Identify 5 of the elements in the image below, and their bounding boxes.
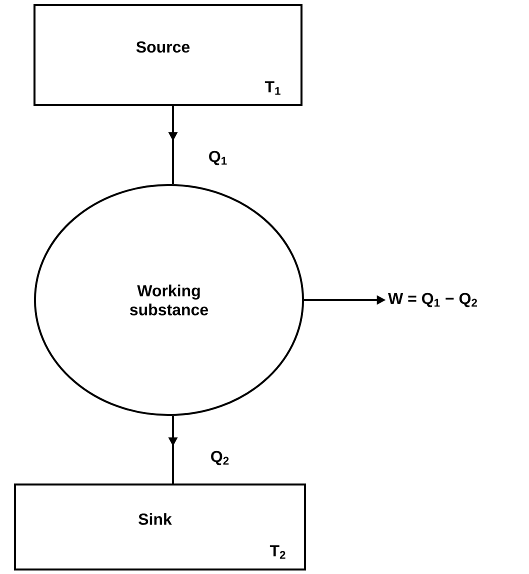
source-box: Source T$_{1}$	[34, 4, 302, 106]
edge-label: Q$_{2}$	[209, 450, 231, 466]
sink-box: Sink T$_{2}$	[14, 484, 306, 570]
edge-label: Q$_{1}$	[207, 150, 229, 166]
work-formula: W = Q$_{1}$ − Q$_{2}$	[388, 292, 477, 308]
